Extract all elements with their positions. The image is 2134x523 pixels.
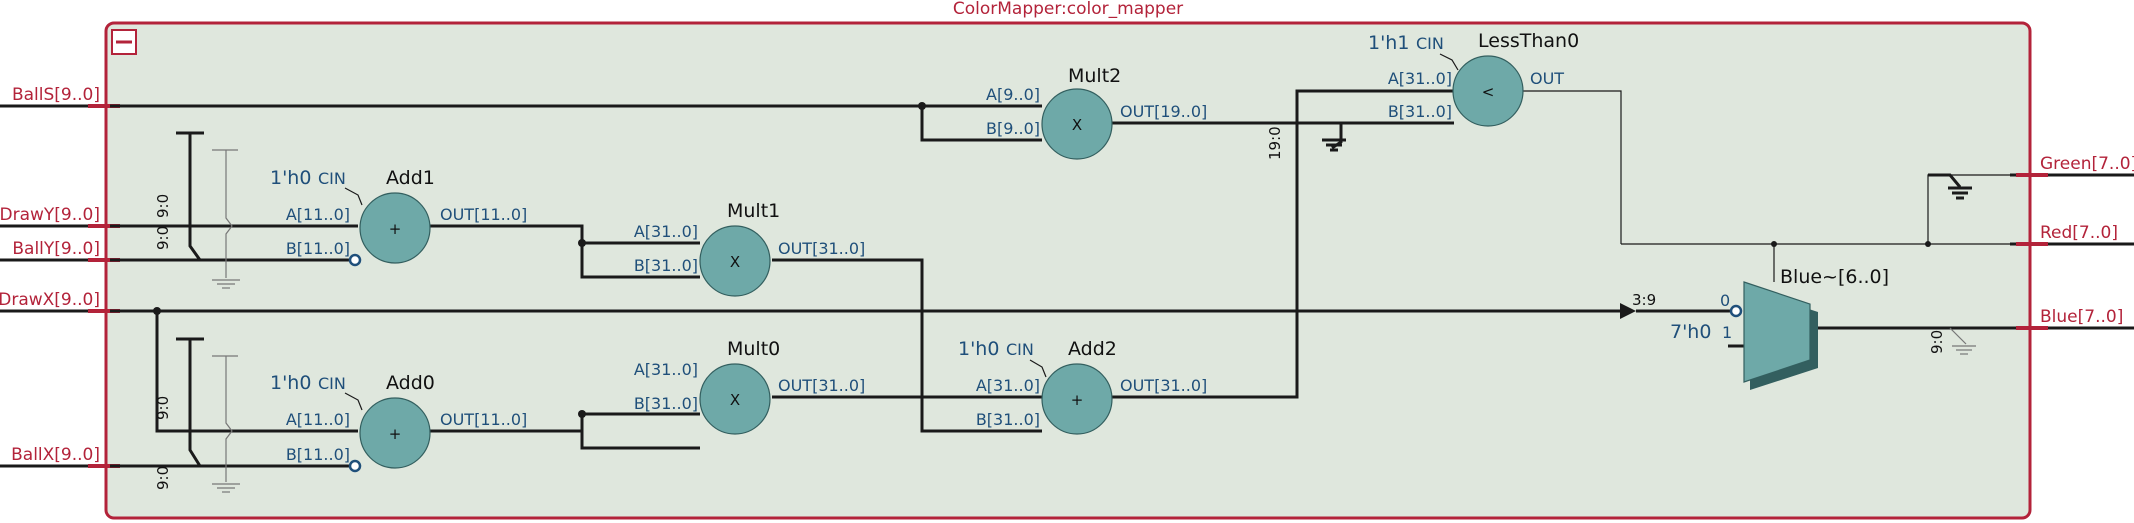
port-ballx-label: BallX[9..0]	[11, 445, 100, 465]
port-drawx[interactable]: DrawX[9..0]	[0, 290, 120, 313]
bus-label-drawy-tap: 9:0	[154, 194, 172, 218]
add1-symbol: +	[389, 220, 402, 238]
add0-block[interactable]: + Add0 1'h0 CIN A[11..0] B[11..0] OUT[11…	[270, 372, 527, 473]
port-red-label: Red[7..0]	[2040, 223, 2118, 243]
mult1-symbol: X	[730, 253, 740, 271]
port-blue-label: Blue[7..0]	[2040, 307, 2123, 327]
add0-cin: CIN	[318, 374, 346, 393]
port-blue[interactable]: Blue[7..0]	[2010, 307, 2134, 330]
add1-const: 1'h0	[270, 167, 311, 189]
collapse-button[interactable]	[111, 29, 137, 55]
add2-const: 1'h0	[958, 338, 999, 360]
add1-port-b: B[11..0]	[286, 239, 350, 258]
add2-port-a: A[31..0]	[976, 376, 1040, 395]
bus-label-drawx-slice: 3:9	[1632, 291, 1656, 309]
port-ballx[interactable]: BallX[9..0]	[0, 445, 120, 468]
port-bally-label: BallY[9..0]	[12, 239, 100, 259]
mult0-port-out: OUT[31..0]	[778, 376, 865, 395]
mult2-port-out: OUT[19..0]	[1120, 102, 1207, 121]
lessthan0-symbol: <	[1482, 83, 1495, 101]
lessthan0-port-a: A[31..0]	[1388, 69, 1452, 88]
mux-name: Blue~[6..0]	[1780, 266, 1889, 288]
module-title: ColorMapper:color_mapper	[953, 0, 1183, 19]
mult1-block[interactable]: X Mult1 A[31..0] B[31..0] OUT[31..0]	[634, 200, 865, 297]
lessthan0-name: LessThan0	[1478, 30, 1579, 52]
mult0-port-b: B[31..0]	[634, 394, 698, 413]
add2-symbol: +	[1071, 391, 1084, 409]
lessthan0-port-out: OUT	[1530, 69, 1564, 88]
mult2-block[interactable]: X Mult2 A[9..0] B[9..0] OUT[19..0]	[986, 65, 1207, 160]
mult0-port-a: A[31..0]	[634, 360, 698, 379]
mult0-block[interactable]: X Mult0 A[31..0] B[31..0] OUT[31..0]	[634, 338, 865, 435]
mux-in0-label: 0	[1720, 291, 1730, 310]
add2-name: Add2	[1068, 338, 1117, 360]
add1-port-out: OUT[11..0]	[440, 205, 527, 224]
module-frame[interactable]	[104, 21, 2032, 520]
port-drawy[interactable]: DrawY[9..0]	[0, 205, 120, 228]
add1-name: Add1	[386, 167, 435, 189]
port-balls[interactable]: BallS[9..0]	[0, 85, 120, 108]
mult1-port-b: B[31..0]	[634, 256, 698, 275]
add2-cin: CIN	[1006, 340, 1034, 359]
add0-port-a: A[11..0]	[286, 410, 350, 429]
add1-block[interactable]: + Add1 1'h0 CIN A[11..0] B[11..0] OUT[11…	[270, 167, 527, 267]
mult1-port-a: A[31..0]	[634, 222, 698, 241]
mult2-symbol: X	[1072, 116, 1082, 134]
mult2-port-a: A[9..0]	[986, 85, 1040, 104]
add0-invert-bubble	[348, 459, 362, 473]
port-green[interactable]: Green[7..0]	[2010, 154, 2134, 177]
port-red[interactable]: Red[7..0]	[2010, 223, 2134, 246]
mult2-name: Mult2	[1068, 65, 1121, 87]
port-drawy-label: DrawY[9..0]	[0, 205, 100, 225]
mult0-symbol: X	[730, 391, 740, 409]
lessthan0-block[interactable]: < LessThan0 1'h1 CIN A[31..0] B[31..0] O…	[1368, 30, 1579, 127]
add2-port-b: B[31..0]	[976, 410, 1040, 429]
wires	[110, 89, 2010, 468]
add2-block[interactable]: + Add2 1'h0 CIN A[31..0] B[31..0] OUT[31…	[958, 338, 1207, 435]
add0-const: 1'h0	[270, 372, 311, 394]
port-green-label: Green[7..0]	[2040, 154, 2134, 174]
add1-cin: CIN	[318, 169, 346, 188]
bus-label-drawx-tap: 9:0	[154, 396, 172, 420]
mux-invert-bubble	[1729, 304, 1743, 318]
add1-port-a: A[11..0]	[286, 205, 350, 224]
bus-label-blue-tap: 9:0	[1928, 330, 1946, 354]
lessthan0-const: 1'h1	[1368, 32, 1409, 54]
add0-symbol: +	[389, 425, 402, 443]
mult1-name: Mult1	[727, 200, 780, 222]
lessthan0-cin: CIN	[1416, 34, 1444, 53]
ground-symbols	[176, 123, 1976, 493]
mux-block[interactable]: Blue~[6..0] 0 1 7'h0	[1670, 266, 1889, 390]
mult1-port-out: OUT[31..0]	[778, 239, 865, 258]
port-balls-label: BallS[9..0]	[12, 85, 100, 105]
add0-port-out: OUT[11..0]	[440, 410, 527, 429]
add0-port-b: B[11..0]	[286, 445, 350, 464]
port-drawx-label: DrawX[9..0]	[0, 290, 100, 310]
mult0-name: Mult0	[727, 338, 780, 360]
bus-label-bally-tap: 9:0	[154, 226, 172, 250]
port-bally[interactable]: BallY[9..0]	[0, 239, 120, 262]
mux-const: 7'h0	[1670, 321, 1711, 343]
bus-label-ballx-tap: 9:0	[154, 466, 172, 490]
bus-label-mult2-tap: 19:0	[1266, 126, 1284, 160]
add1-invert-bubble	[348, 253, 362, 267]
mult2-port-b: B[9..0]	[986, 119, 1040, 138]
mux-in1-label: 1	[1722, 323, 1732, 342]
add2-port-out: OUT[31..0]	[1120, 376, 1207, 395]
lessthan0-port-b: B[31..0]	[1388, 102, 1452, 121]
add0-name: Add0	[386, 372, 435, 394]
